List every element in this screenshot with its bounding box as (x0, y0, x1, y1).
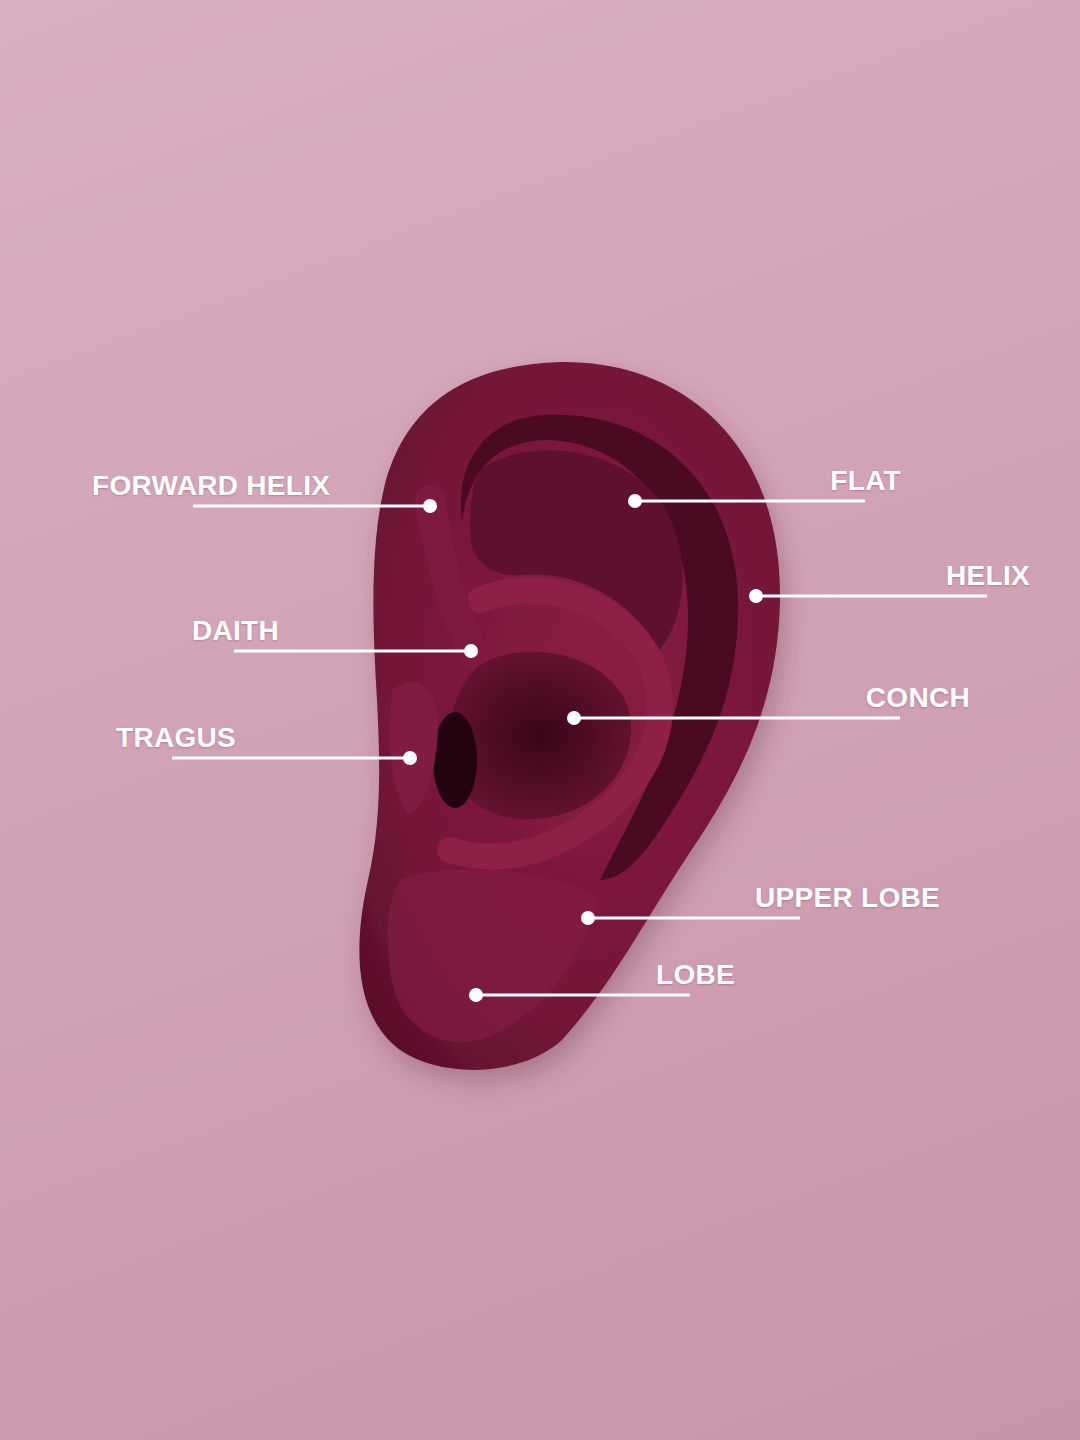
ear-outline (359, 362, 780, 1070)
leader-line (193, 505, 430, 508)
piercing-dot (581, 911, 595, 925)
piercing-dot (469, 988, 483, 1002)
helix-crus (430, 500, 475, 655)
part-label: TRAGUS (116, 724, 236, 752)
part-label: LOBE (656, 961, 735, 989)
leader-line (234, 650, 471, 653)
part-label: DAITH (192, 617, 279, 645)
flat-region (470, 450, 683, 650)
piercing-dot (403, 751, 417, 765)
leader-line (476, 994, 690, 997)
leader-line (635, 500, 865, 503)
piercing-dots (403, 494, 763, 1002)
leader-line (574, 717, 900, 720)
piercing-dot (628, 494, 642, 508)
tragus (390, 682, 438, 815)
piercing-dot (749, 589, 763, 603)
leader-line (588, 917, 800, 920)
ear-canal (433, 712, 477, 808)
concha (448, 652, 631, 819)
piercing-dot (567, 711, 581, 725)
leader-line (756, 595, 987, 598)
lobe-shading (388, 870, 600, 1042)
leader-line (172, 757, 410, 760)
piercing-dot (464, 644, 478, 658)
part-label: CONCH (866, 684, 970, 712)
part-label: FLAT (830, 467, 901, 495)
part-label: HELIX (946, 562, 1030, 590)
part-label: UPPER LOBE (755, 884, 940, 912)
leader-lines (172, 501, 987, 995)
piercing-dot (423, 499, 437, 513)
part-label: FORWARD HELIX (92, 472, 330, 500)
